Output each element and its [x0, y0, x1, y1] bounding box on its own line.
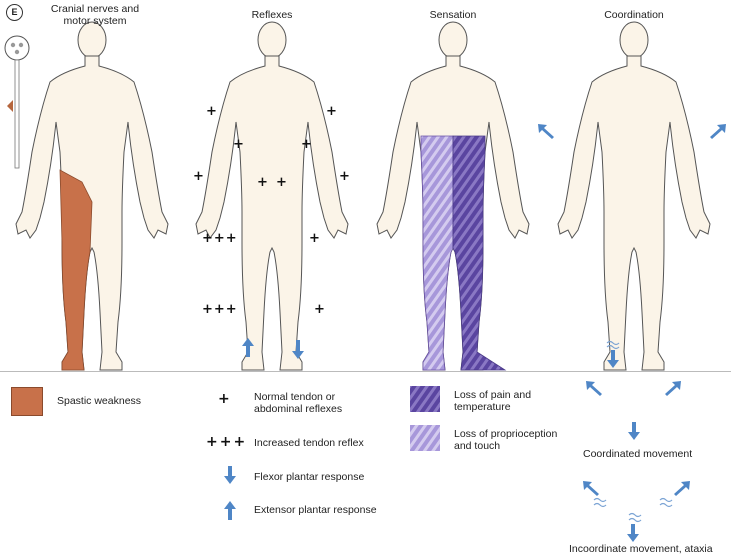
extensor-arrow-figure — [242, 338, 254, 357]
legend-incoord-down-arrow — [627, 524, 639, 542]
panel-badge: E — [6, 4, 23, 21]
legend-coordinated-label: Coordinated movement — [583, 448, 693, 460]
legend-plus-symbol: + — [218, 391, 230, 407]
reflex-supinator-left: + — [193, 169, 204, 184]
figure-reflexes — [195, 21, 349, 371]
spinal-cord-icon — [4, 35, 30, 169]
reflex-abdominal-upper-right: + — [301, 137, 312, 152]
coord-arrow-down — [607, 350, 619, 368]
legend-incoordinate-label: Incoordinate movement, ataxia — [569, 543, 713, 555]
reflex-biceps-right: + — [326, 104, 337, 119]
reflex-supinator-right: + — [339, 169, 350, 184]
title-coordination: Coordination — [604, 9, 664, 21]
reflex-ankle-left: +++ — [202, 302, 238, 317]
spastic-leg-shade — [59, 169, 93, 371]
legend-incoord-left-arrow — [583, 481, 599, 496]
figure-motor — [15, 21, 169, 371]
reflex-knee-right: + — [309, 231, 320, 246]
reflex-abdominal-lower-left: + — [257, 175, 268, 190]
legend-pain-swatch — [410, 386, 440, 412]
figure-coordination — [557, 21, 711, 371]
legend-proprio-label: Loss of proprioception and touch — [454, 428, 558, 452]
title-reflexes: Reflexes — [251, 9, 293, 21]
legend-increased-label: Increased tendon reflex — [254, 437, 364, 449]
loss-proprioception-region — [420, 135, 454, 371]
legend-incoord-right-arrow — [674, 481, 690, 496]
legend-extensor-arrow — [224, 501, 236, 520]
legend-proprio-swatch — [410, 425, 440, 451]
reflex-abdominal-lower-right: + — [276, 175, 287, 190]
legend-flexor-arrow — [224, 466, 236, 484]
reflex-biceps-left: + — [206, 104, 217, 119]
reflex-knee-left: +++ — [202, 231, 238, 246]
reflex-ankle-right: + — [314, 302, 325, 317]
legend-coord-right-arrow — [665, 381, 681, 396]
legend-extensor-label: Extensor plantar response — [254, 504, 377, 516]
reflex-abdominal-upper-left: + — [233, 137, 244, 152]
arrows — [224, 124, 726, 542]
legend-pain-label: Loss of pain and temperature — [454, 389, 532, 413]
coord-arrow-left — [538, 124, 554, 139]
title-sensation: Sensation — [429, 9, 477, 21]
title-cranial: Cranial nerves and motor system — [50, 3, 140, 27]
coord-arrow-right — [710, 124, 726, 139]
figure-sensation — [376, 21, 530, 371]
legend-coord-left-arrow — [586, 381, 602, 396]
divider — [0, 371, 731, 372]
flexor-arrow-figure — [292, 340, 304, 359]
ataxia-marks — [593, 340, 673, 523]
legend-coord-down-arrow — [628, 422, 640, 440]
loss-pain-region — [452, 135, 507, 371]
legend-spastic-label: Spastic weakness — [57, 395, 142, 407]
legend-sensation-swatches — [410, 386, 440, 451]
legend-spastic-swatch — [11, 387, 43, 416]
legend-normal-label: Normal tendon or abdominal reflexes — [254, 391, 343, 415]
legend-triple-plus-symbol: +++ — [206, 434, 248, 450]
legend-flexor-label: Flexor plantar response — [254, 471, 365, 483]
